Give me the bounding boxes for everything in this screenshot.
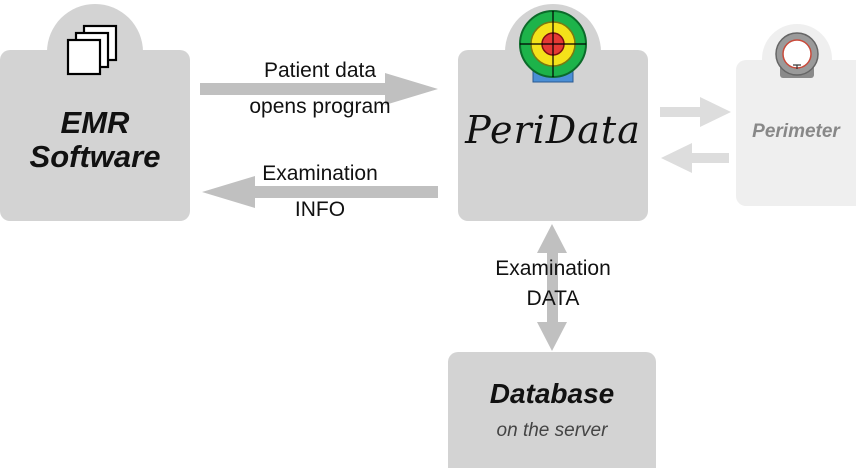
perimeter-device-icon — [775, 32, 819, 78]
arrow-peridata-database — [537, 224, 567, 351]
emr-title-line1: EMR — [60, 105, 130, 140]
edge-label-line2: INFO — [294, 198, 346, 221]
edge-label-peridata-database: Examination DATA — [453, 256, 653, 312]
peridata-title: PeriData — [465, 108, 641, 152]
arrow-peridata-to-perimeter — [660, 97, 731, 127]
emr-software-box: EMR Software — [0, 50, 190, 221]
arrow-peridata-to-emr — [202, 176, 438, 208]
database-box — [448, 352, 656, 468]
edge-label-line1: Patient data — [263, 59, 377, 82]
edge-label-line2: DATA — [526, 287, 580, 310]
arrow-emr-to-peridata — [200, 73, 438, 105]
database-subtitle: on the server — [496, 420, 608, 441]
database-title: Database — [489, 378, 615, 409]
edge-label-line2: opens program — [249, 95, 391, 118]
perimeter-title: Perimeter — [752, 121, 840, 142]
arrow-perimeter-to-peridata — [661, 143, 729, 173]
target-logo-icon — [519, 10, 587, 83]
stacked-windows-icon — [66, 24, 118, 76]
edge-label-line1: Examination — [495, 257, 611, 280]
edge-label-peridata-to-emr: Examination INFO — [220, 161, 420, 223]
edge-label-line1: Examination — [262, 162, 378, 185]
perimeter-box — [736, 60, 856, 206]
edge-label-emr-to-peridata: Patient data opens program — [220, 58, 420, 120]
emr-title-line2: Software — [29, 139, 161, 174]
emr-title: EMR Software — [0, 106, 190, 174]
